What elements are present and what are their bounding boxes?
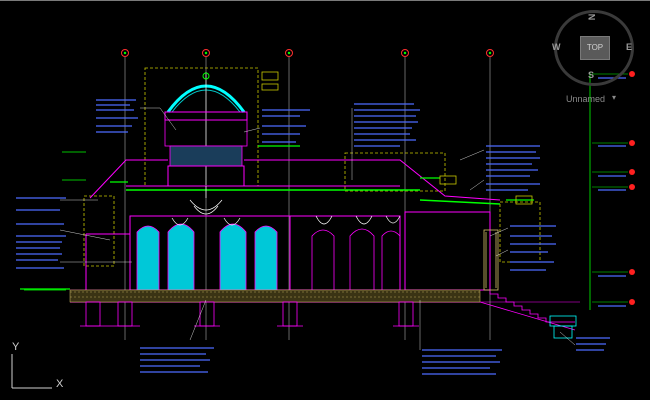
section-tag-icon bbox=[261, 71, 533, 205]
annotation-text-blocks bbox=[16, 77, 626, 375]
entrance-stairs bbox=[479, 289, 577, 339]
elevation-marker-icon bbox=[629, 71, 635, 305]
compass-west-label[interactable]: W bbox=[552, 42, 561, 52]
compass-south-label[interactable]: S bbox=[588, 70, 595, 80]
annotation-leaders bbox=[59, 107, 576, 350]
chevron-down-icon[interactable]: ▾ bbox=[612, 93, 617, 102]
dome bbox=[164, 72, 248, 187]
chandeliers bbox=[171, 186, 401, 226]
left-level-tags bbox=[24, 151, 86, 291]
green-bands bbox=[20, 145, 534, 290]
viewcube-compass-ring[interactable] bbox=[554, 10, 634, 86]
ucs-y-axis-label: Y bbox=[12, 341, 20, 353]
drawing-frame-top bbox=[0, 0, 650, 1]
viewcube-face-top[interactable]: TOP bbox=[580, 36, 610, 60]
grid-bubble-icon bbox=[121, 49, 494, 57]
ucs-axes-icon bbox=[11, 354, 52, 389]
portico-column bbox=[483, 229, 499, 291]
floor-hatch bbox=[69, 289, 481, 303]
compass-north-label[interactable]: N bbox=[586, 13, 597, 21]
compass-east-label[interactable]: E bbox=[626, 42, 633, 52]
level-markers bbox=[589, 71, 635, 310]
ucs-x-axis-label: X bbox=[56, 378, 64, 390]
roof bbox=[89, 159, 501, 205]
footings bbox=[80, 301, 419, 327]
ucs-dropdown-label[interactable]: Unnamed bbox=[566, 94, 606, 104]
arched-windows bbox=[136, 223, 401, 291]
viewcube[interactable]: TOP N S E W bbox=[548, 6, 642, 90]
